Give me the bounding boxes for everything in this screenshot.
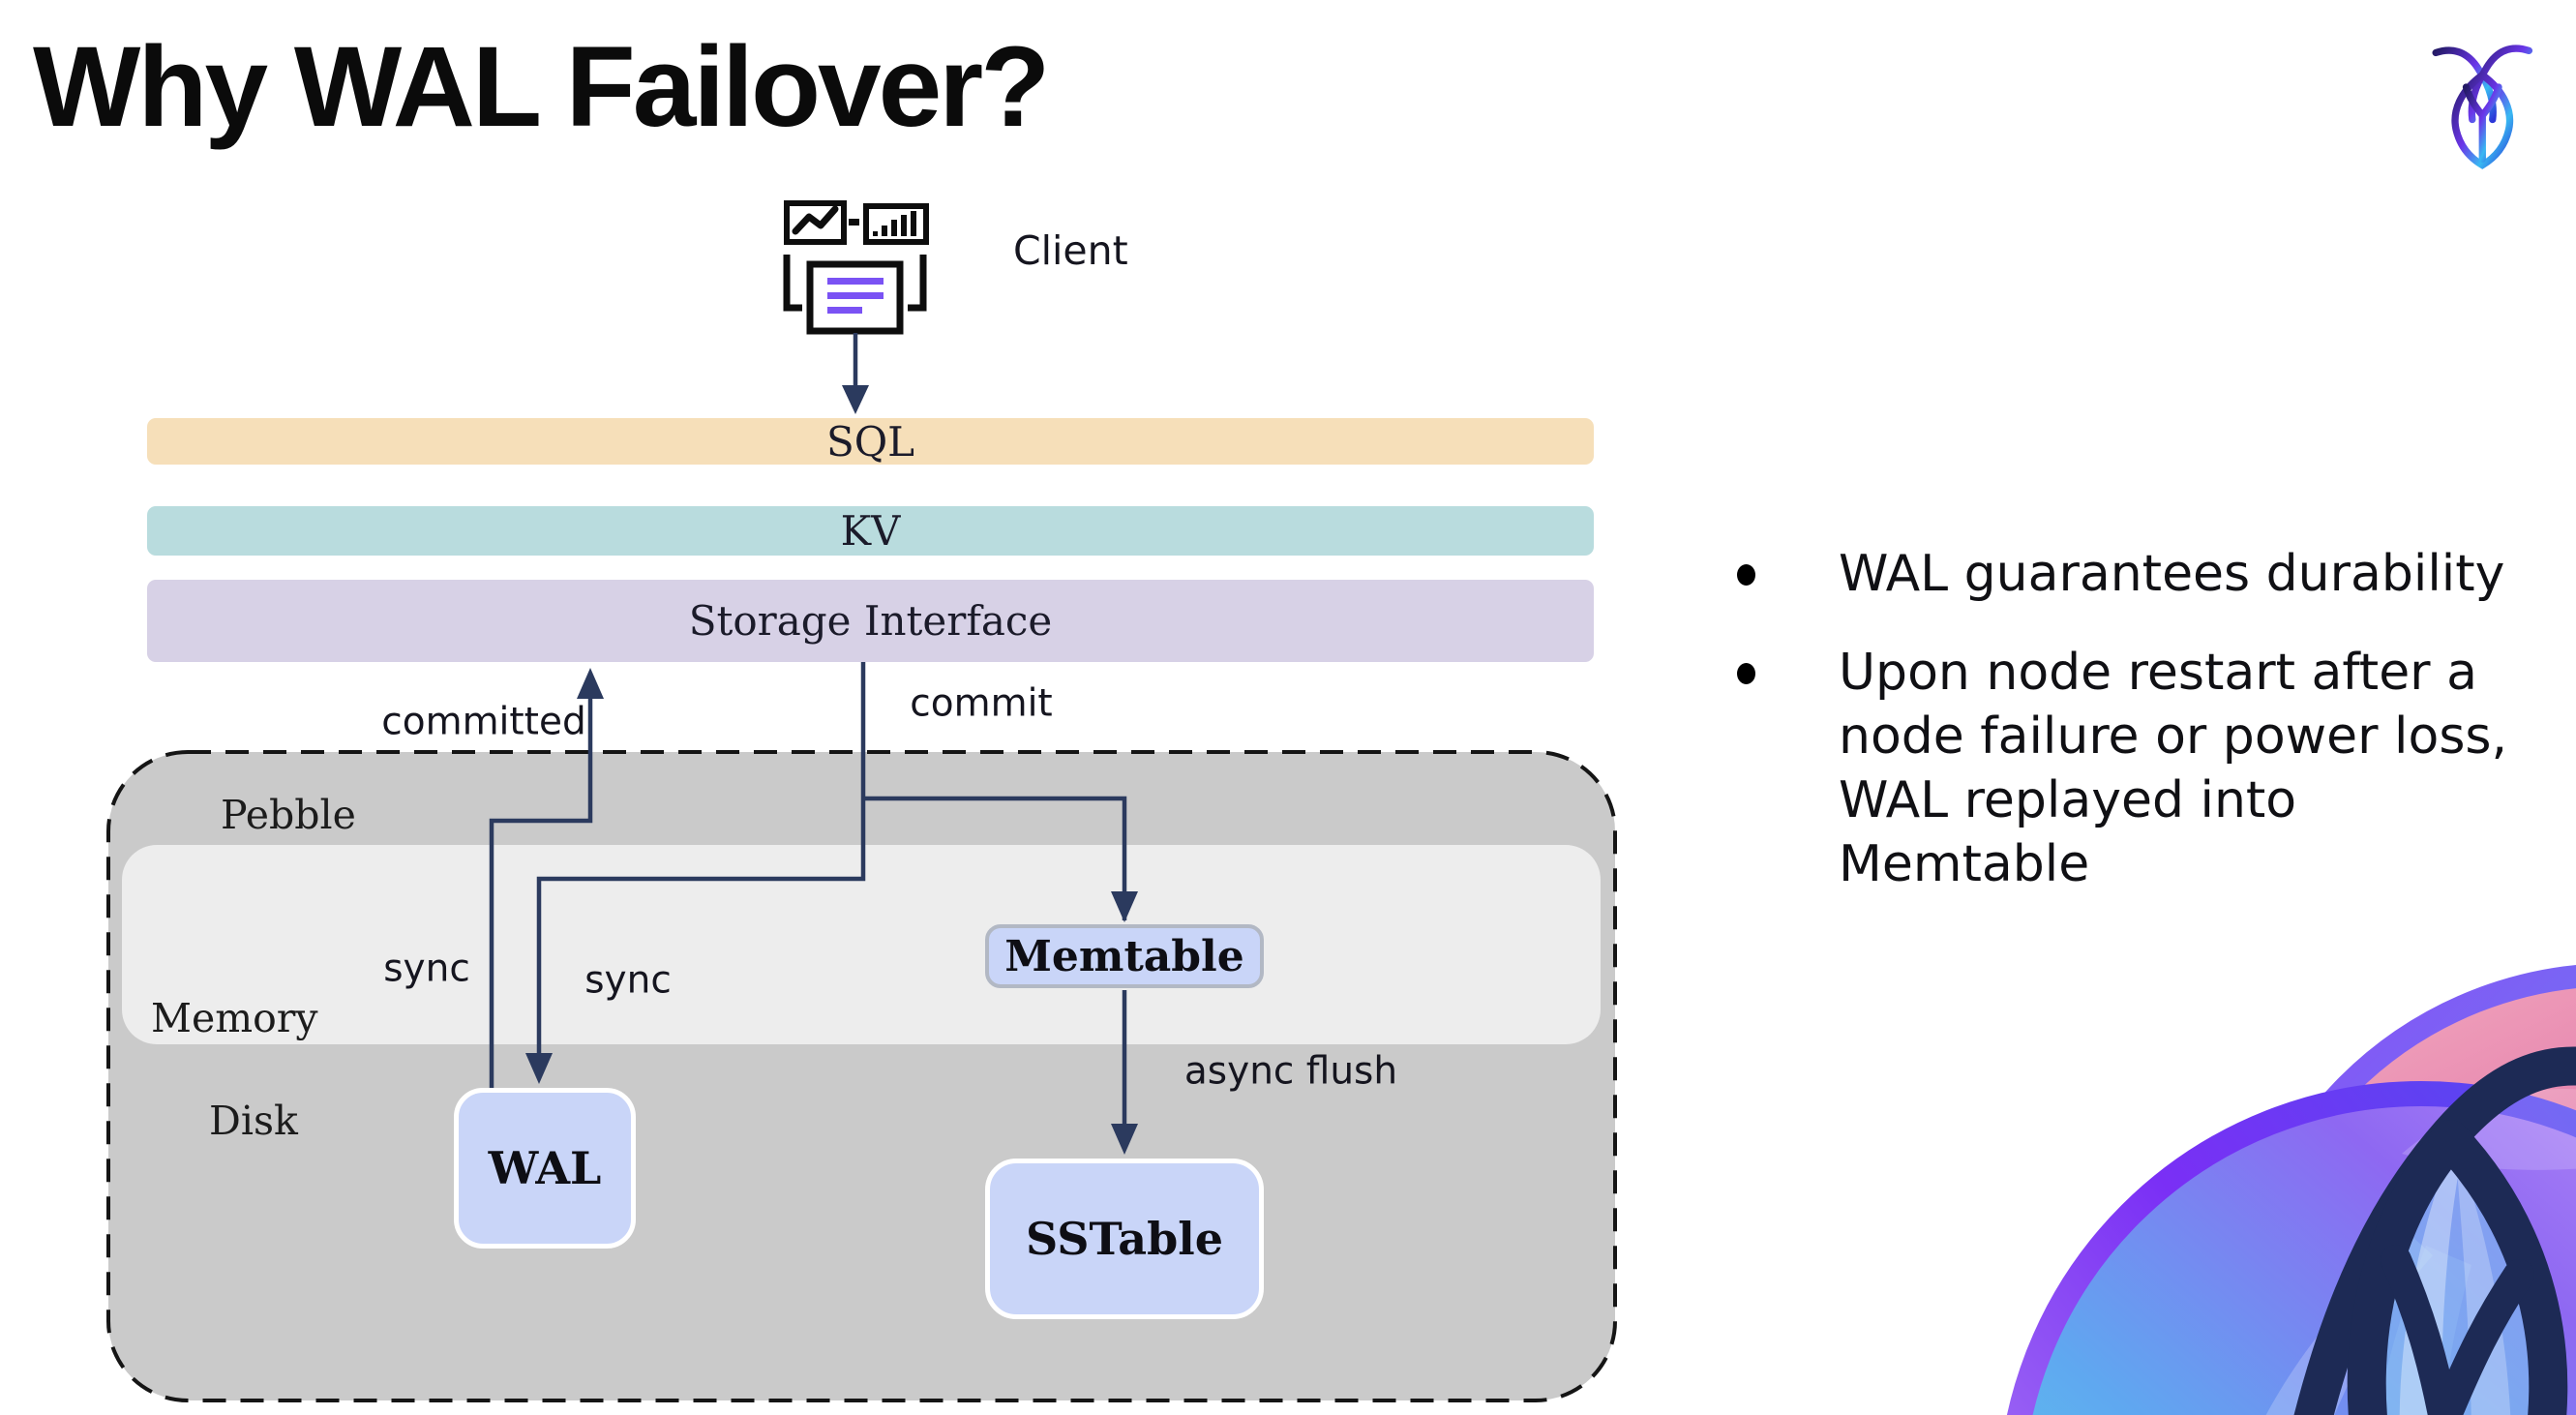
memtable-box: Memtable xyxy=(985,924,1264,988)
bullet-list: WAL guarantees durability Upon node rest… xyxy=(1737,542,2540,931)
logo-body-veins xyxy=(2462,83,2502,163)
storage-interface-layer-label: Storage Interface xyxy=(688,597,1053,645)
cockroachdb-logo-icon xyxy=(2432,45,2533,169)
bullet-item: Upon node restart after a node failure o… xyxy=(1737,641,2540,896)
bullet-text: WAL guarantees durability xyxy=(1839,542,2504,606)
client-icon xyxy=(783,200,929,335)
bullet-item: WAL guarantees durability xyxy=(1737,542,2540,606)
bullet-line: Upon node restart after a xyxy=(1839,644,2477,702)
sql-layer-bar: SQL xyxy=(147,417,1594,466)
line-chart-icon xyxy=(784,200,847,245)
sstable-label: SSTable xyxy=(1026,1213,1223,1265)
bullet-line: node failure or power loss, xyxy=(1839,708,2508,766)
bullet-line: WAL guarantees durability xyxy=(1839,545,2505,603)
client-to-sql-arrowhead xyxy=(842,385,869,414)
bullet-dot xyxy=(1737,663,1755,684)
sql-layer-label: SQL xyxy=(825,417,915,466)
pebble-label: Pebble xyxy=(221,792,356,838)
bullet-dot xyxy=(1737,564,1755,586)
wal-label: WAL xyxy=(488,1142,602,1194)
memtable-label: Memtable xyxy=(1004,931,1244,981)
wal-box: WAL xyxy=(454,1088,636,1249)
bullet-line: WAL replayed into Memtable xyxy=(1839,771,2297,893)
bracket-icon xyxy=(783,255,927,312)
committed-arrowhead xyxy=(577,668,604,699)
decoration-roach-glyph xyxy=(2293,1046,2576,1415)
storage-interface-layer-bar: Storage Interface xyxy=(147,580,1594,662)
sync-label-left: sync xyxy=(383,947,470,991)
bar-chart-icon xyxy=(863,203,929,245)
document-icon xyxy=(806,260,904,335)
disk-label: Disk xyxy=(209,1098,298,1144)
sync-label-right: sync xyxy=(584,958,672,1003)
sstable-box: SSTable xyxy=(985,1159,1264,1319)
memory-label: Memory xyxy=(151,995,318,1041)
bullet-text: Upon node restart after a node failure o… xyxy=(1839,641,2540,896)
commit-label: commit xyxy=(910,681,1053,726)
kv-layer-bar: KV xyxy=(147,506,1594,556)
committed-label: committed xyxy=(381,700,586,744)
async-flush-label: async flush xyxy=(1183,1049,1398,1094)
client-label: Client xyxy=(1013,227,1128,274)
kv-layer-label: KV xyxy=(840,507,901,555)
corner-decoration xyxy=(2007,965,2576,1415)
memory-region xyxy=(122,845,1601,1044)
dash-connector xyxy=(849,219,859,226)
page-title: Why WAL Failover? xyxy=(33,23,1050,151)
logo-body xyxy=(2451,70,2514,169)
